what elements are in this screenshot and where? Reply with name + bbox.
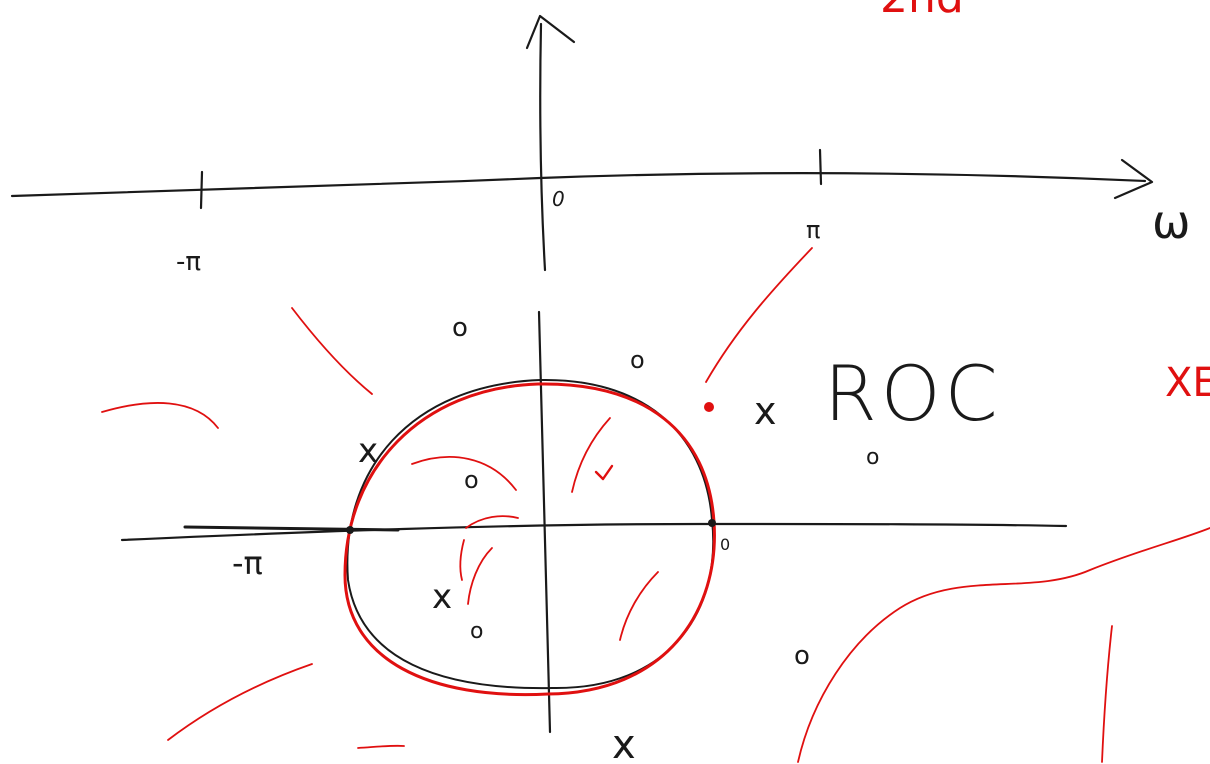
zero-mark: o: [866, 445, 879, 470]
zero-mark: o: [794, 641, 810, 671]
minus-pi-label: -π: [176, 247, 201, 277]
roc-label: ROC: [824, 349, 1002, 438]
red-stroke: [167, 663, 313, 741]
right-crossing-label: 0: [720, 535, 730, 554]
vertical-axis-arrowhead: [525, 14, 576, 50]
red-stroke: [357, 744, 405, 749]
omega-axis: [10, 172, 1147, 198]
red-leader-line: [705, 247, 813, 383]
red-stroke: [467, 547, 493, 605]
vertical-axis: [539, 22, 547, 272]
zero-mark: o: [470, 619, 483, 644]
red-stroke: [101, 402, 219, 429]
pole-mark: x: [358, 431, 378, 471]
red-stroke: [411, 456, 517, 491]
unit-circle: [346, 378, 715, 690]
zero-mark: o: [630, 346, 645, 374]
pole-mark: x: [432, 577, 452, 617]
z-plane: -π 0 ROC x x x x o o o o o o: [120, 310, 1068, 764]
red-stroke: [291, 307, 373, 395]
left-crossing-dot: [346, 526, 354, 534]
red-pole-dot: [704, 402, 714, 412]
tick-minus-pi: [199, 170, 204, 210]
omega-axis-arrowhead: [1113, 158, 1154, 200]
red-checkmark: [594, 464, 614, 481]
real-axis: [120, 522, 1068, 542]
origin-label: 0: [552, 187, 565, 211]
cropped-right-edge-text: XE: [1165, 360, 1210, 406]
zero-mark: o: [464, 466, 479, 494]
heavy-real-axis-segment: [183, 525, 400, 532]
red-annotation-strokes: [101, 247, 1210, 763]
red-stroke: [459, 539, 465, 581]
top-plot: 0 -π π ω: [10, 14, 1191, 277]
pi-label: π: [806, 216, 820, 244]
red-boundary-curve: [797, 527, 1210, 763]
imag-axis: [537, 310, 552, 734]
right-crossing-dot: [708, 519, 716, 527]
tick-pi: [818, 148, 823, 186]
red-stroke: [571, 417, 611, 493]
cropped-top-right-text: 2nd: [880, 0, 964, 23]
zero-mark: o: [452, 313, 468, 343]
red-stroke: [619, 571, 659, 641]
left-crossing-label: -π: [232, 544, 263, 582]
omega-label: ω: [1152, 195, 1191, 249]
pole-mark: x: [754, 389, 777, 433]
red-stroke: [465, 515, 519, 529]
pole-mark: x: [612, 722, 636, 764]
red-vertical-stroke: [1101, 625, 1113, 763]
roc-boundary: [343, 382, 716, 697]
